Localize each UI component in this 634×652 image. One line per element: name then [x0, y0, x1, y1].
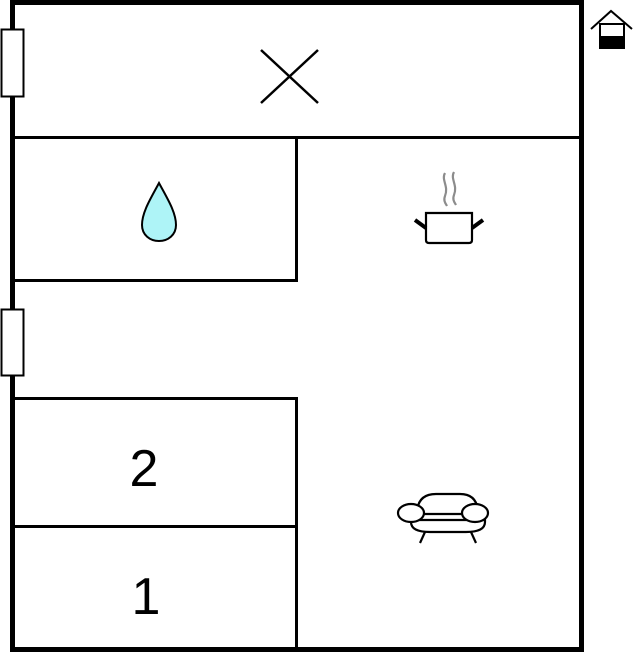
- house-entrance-icon: [590, 9, 633, 49]
- window-mid-left: [0, 308, 25, 377]
- interior-walls: [14, 136, 580, 648]
- armchair-icon: [396, 492, 490, 544]
- cooking-pot-icon: [413, 171, 485, 245]
- water-drop-icon: [140, 180, 178, 243]
- x-mark-icon: [260, 49, 319, 104]
- bedroom-1-label: 1: [131, 568, 161, 626]
- bedroom-2-label: 2: [129, 440, 159, 498]
- window-top-left: [0, 28, 25, 98]
